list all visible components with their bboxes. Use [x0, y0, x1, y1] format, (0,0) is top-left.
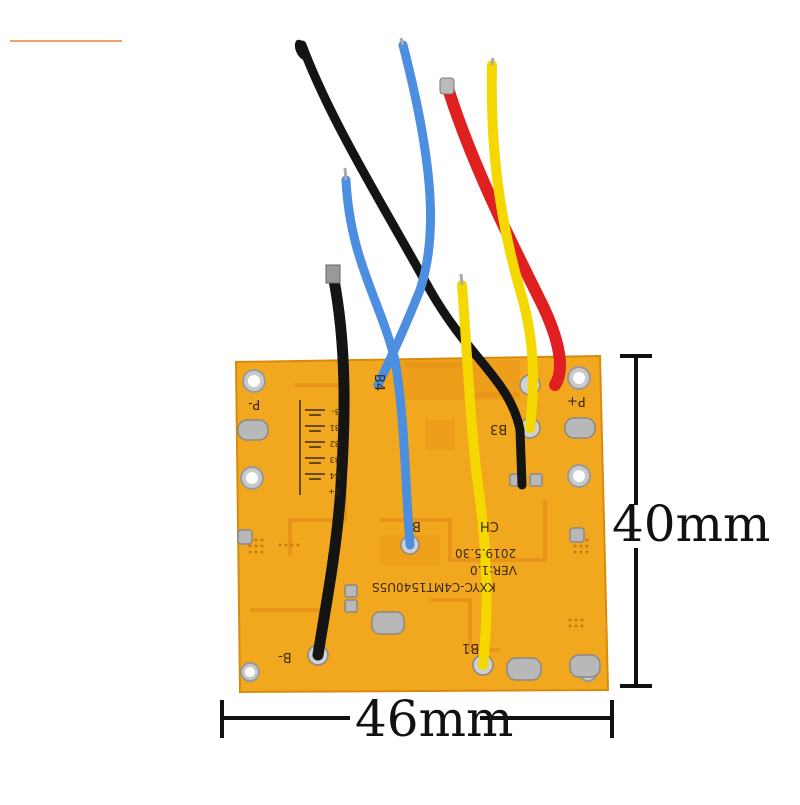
silk-p-minus: P- [248, 396, 261, 411]
yellow-wire-long [486, 60, 538, 433]
mounting-hole-mr [567, 464, 591, 488]
width-label: 46mm [355, 690, 514, 748]
silk-b: B [412, 518, 421, 533]
mounting-hole-tl [242, 369, 266, 393]
cell-label: B3 [329, 455, 341, 464]
black-wire-short [312, 269, 350, 661]
cell-label: B4 [329, 471, 341, 480]
height-label: 40mm [612, 495, 771, 553]
silk-model-line2: VER:1.0 [470, 563, 517, 577]
height-dimension [620, 354, 652, 688]
silk-b-minus: B- [278, 649, 292, 664]
cell-label: B- [331, 407, 341, 416]
red-wire [441, 79, 566, 391]
silk-model-line3: 2019.5.30 [455, 546, 517, 560]
blue-wire-long [373, 40, 436, 390]
silk-ch: CH [480, 518, 499, 533]
silk-b3: B3 [490, 421, 508, 436]
cell-label: B1 [329, 423, 341, 432]
yellow-wire-short [457, 280, 492, 670]
width-dimension [220, 700, 614, 738]
black-wire-long [297, 40, 527, 490]
cell-label: B2 [329, 439, 341, 448]
silk-cell-labels: B+ B4 B3 B2 B1 B- [328, 403, 340, 499]
blue-wire-short [341, 175, 415, 550]
cell-label: B+ [328, 487, 341, 496]
silk-b4: B4 [371, 373, 387, 392]
mounting-hole-ml [240, 466, 264, 490]
silk-model-line1: KXYC-C4MT1540U5S [372, 580, 496, 594]
pcb-board [234, 354, 610, 694]
mounting-hole-bl [240, 662, 260, 682]
silk-b1: B1 [462, 640, 480, 655]
mounting-hole-tr [567, 366, 591, 390]
silk-p-plus: P+ [567, 393, 586, 408]
